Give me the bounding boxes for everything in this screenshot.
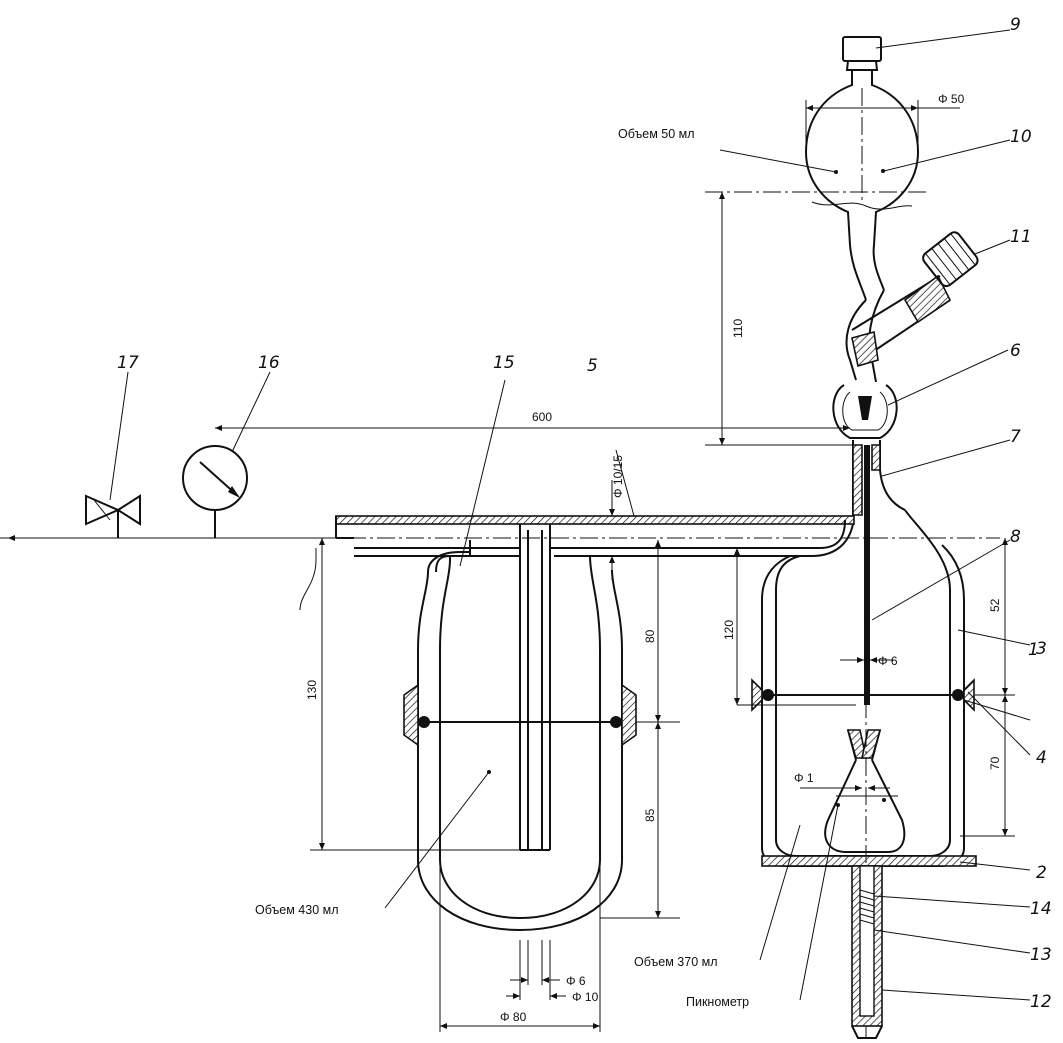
dim-text-d6-bottom: Φ 6 <box>566 974 586 988</box>
dim-text-d80: Φ 80 <box>500 1010 527 1024</box>
callout-17: 17 <box>117 353 139 373</box>
manometer-16 <box>182 445 248 538</box>
label-volume-430: Объем 430 мл <box>255 903 339 917</box>
dim-text-120: 120 <box>722 620 736 640</box>
dim-text-d50: Φ 50 <box>938 92 965 106</box>
callout-13: 13 <box>1030 945 1052 965</box>
vessel-3 <box>751 509 977 1040</box>
stopcock-11 <box>845 231 979 383</box>
guide-tube-7 <box>852 440 906 705</box>
dim-text-85: 85 <box>643 808 657 822</box>
callout-1: 1 <box>1028 640 1039 660</box>
spring-14 <box>859 889 875 925</box>
dim-text-600: 600 <box>532 410 552 424</box>
callout-9: 9 <box>1010 15 1021 35</box>
label-volume-50: Объем 50 мл <box>618 127 695 141</box>
dim-d50 <box>805 100 960 152</box>
leader-lines <box>109 29 1031 1001</box>
vacuum-line-5 <box>0 515 1000 557</box>
label-volume-370: Объем 370 мл <box>634 955 718 969</box>
callout-7: 7 <box>1010 427 1021 447</box>
dim-text-d6-top: Φ 6 <box>878 654 898 668</box>
dim-text-d10: Φ 10 <box>572 990 599 1004</box>
callout-2: 2 <box>1036 863 1047 883</box>
callout-numbers: 1 2 3 4 5 6 7 8 9 10 11 12 13 14 15 16 1… <box>117 15 1052 1012</box>
vessel-15 <box>299 524 637 932</box>
callout-5: 5 <box>587 356 598 376</box>
callout-8: 8 <box>1010 527 1021 547</box>
dim-text-130: 130 <box>305 680 319 700</box>
callout-15: 15 <box>493 353 515 373</box>
callout-16: 16 <box>258 353 280 373</box>
valve-17 <box>85 494 141 538</box>
dropping-funnel-10 <box>804 70 920 301</box>
callout-10: 10 <box>1010 127 1032 147</box>
ground-joint-6 <box>832 384 898 439</box>
dim-text-110: 110 <box>731 319 745 338</box>
text-labels: Объем 50 мл Объем 430 мл Объем 370 мл Пи… <box>255 127 749 1009</box>
label-pycnometer: Пикнометр <box>686 995 749 1009</box>
callout-11: 11 <box>1010 227 1032 247</box>
callout-6: 6 <box>1010 341 1021 361</box>
dimension-texts: Φ 50 Φ 10/15 Φ 6 Φ 1 Φ 6 Φ 10 Φ 80 600 1… <box>305 92 1002 1024</box>
dim-text-80: 80 <box>643 629 657 643</box>
callout-4: 4 <box>1036 748 1047 768</box>
dim-text-d10-15: Φ 10/15 <box>611 455 625 498</box>
stopper-9 <box>842 36 882 71</box>
dim-text-52: 52 <box>988 598 1002 612</box>
callout-12: 12 <box>1030 992 1052 1012</box>
callout-3: 3 <box>1036 639 1047 659</box>
callout-14: 14 <box>1030 899 1052 919</box>
dim-text-d1: Φ 1 <box>794 771 814 785</box>
bottom-tube-12 <box>851 865 883 1039</box>
dim-text-70: 70 <box>988 756 1002 770</box>
